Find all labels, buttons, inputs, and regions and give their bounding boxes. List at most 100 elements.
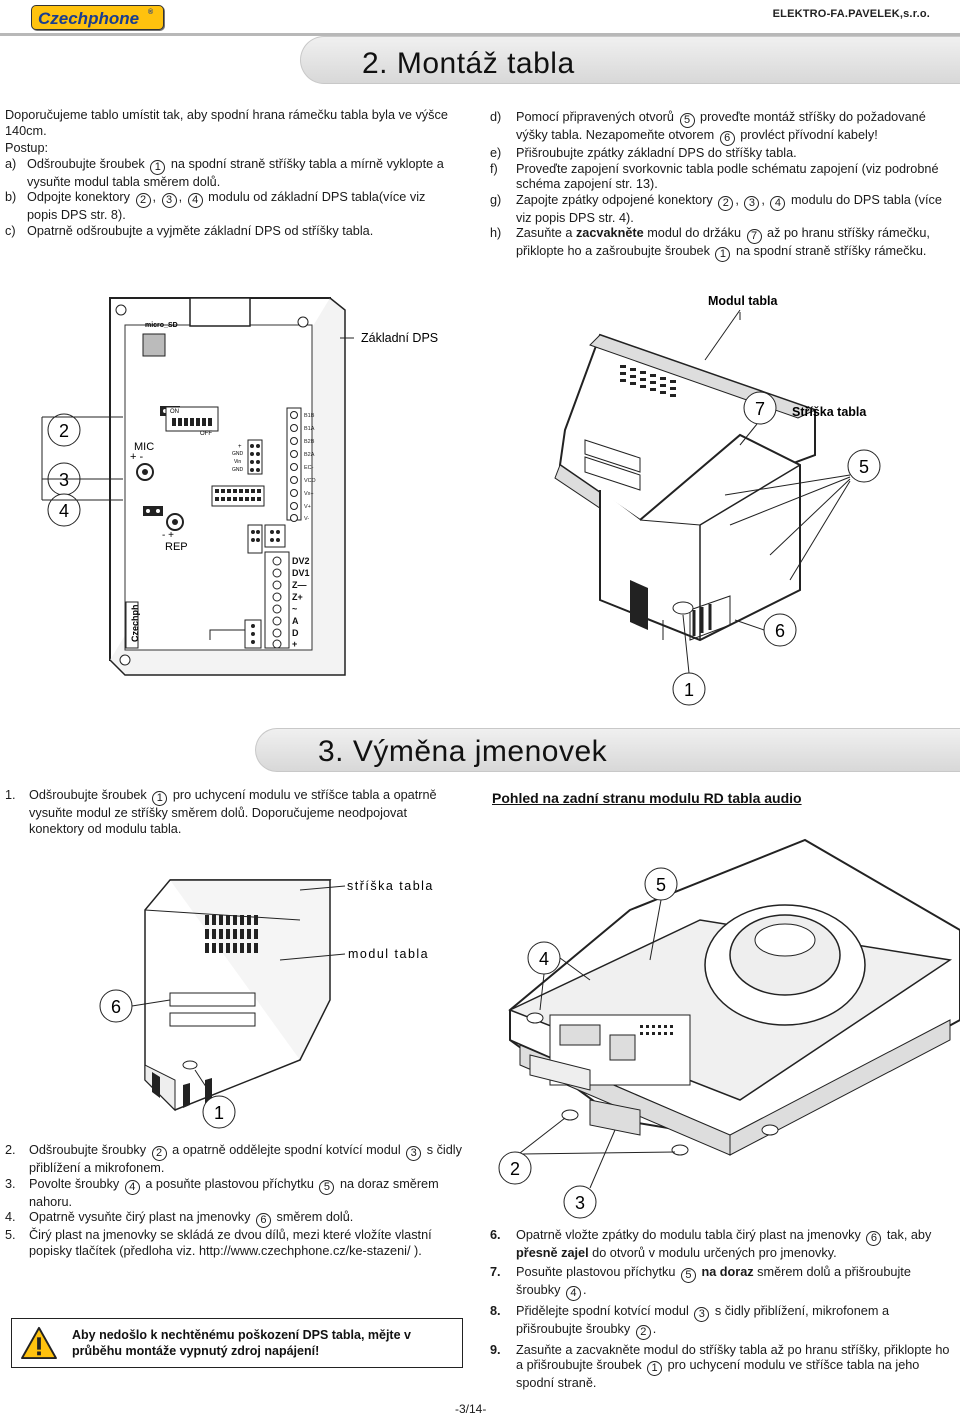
- step-label: e): [490, 146, 502, 160]
- page-number: -3/14-: [455, 1402, 487, 1416]
- step-row: 4. Opatrně vysuňte čirý plast na jmenovky…: [5, 1210, 467, 1228]
- step-text-part: Povolte šroubky: [29, 1176, 123, 1191]
- callout-2: 2: [59, 421, 69, 441]
- step-ref-number: 5: [680, 1267, 696, 1283]
- step-row: a)Odšroubujte šroubek 1 na spodní straně…: [5, 157, 455, 191]
- step-ref-number: 2: [135, 193, 151, 208]
- terminal-label-2: DV1: [292, 568, 310, 578]
- label-cover: Stříška tabla: [792, 405, 867, 419]
- callout-7: 7: [755, 399, 765, 419]
- section2-left-text: Doporučujeme tablo umístit tak, aby spod…: [5, 108, 455, 239]
- steps-list-right: d)Pomocí připravených otvorů 5 proveďte …: [490, 110, 958, 262]
- pcb-off-label: OFF: [200, 431, 212, 437]
- step-text-part: ,: [735, 192, 743, 207]
- step-label: c): [5, 223, 16, 238]
- step-ref-number: 3: [744, 195, 760, 211]
- step-ref-number: 3: [406, 1146, 422, 1161]
- step-text-part: pro uchycení modulu ve stříšce tabla a o…: [29, 788, 437, 836]
- step-text-part: .: [582, 1282, 587, 1297]
- figure-nameplate-left: stříška tabla modul tabla 6 1: [99, 879, 432, 1129]
- step-label: b): [5, 190, 17, 204]
- step-text-part: Zasuňte a: [516, 226, 576, 240]
- pcb-gnd-label: GND: [232, 451, 244, 457]
- step-ref-number: 4: [124, 1179, 140, 1195]
- step-label: g): [490, 192, 502, 207]
- section3-steps-left: 2. Odšroubujte šroubky 2 a opatrně odděle…: [5, 1143, 467, 1259]
- step-text: Přidělejte spodní kotvící modul 3 s čidl…: [516, 1304, 958, 1340]
- step-label: 4.: [5, 1210, 16, 1224]
- pin-label-6: VCD: [304, 478, 316, 484]
- step-text-part: tak, aby: [883, 1228, 932, 1242]
- svg-text:+ -: + -: [130, 451, 143, 463]
- section3-band: [255, 728, 960, 772]
- svg-text:GND: GND: [232, 467, 244, 473]
- step-ref-number: 1: [150, 159, 166, 175]
- step-text-part: na doraz směrem nahoru.: [29, 1176, 439, 1209]
- callout-4: 4: [59, 501, 69, 521]
- terminal-label-3: Z—: [292, 580, 307, 590]
- step-emphasis: přesně zajel: [516, 1246, 589, 1260]
- step-text: Proveďte zapojení svorkovnic tabla podle…: [516, 162, 958, 193]
- step-text-part: Opatrně odšroubujte a vyjměte základní D…: [27, 223, 374, 238]
- step-ref-number: 1: [715, 247, 731, 262]
- step-text-part: .: [652, 1321, 657, 1336]
- step-text-part: na spodní straně stříšky tabla a mírně v…: [27, 156, 444, 189]
- label-module-small: modul tabla: [348, 947, 429, 961]
- step-text-part: Zasuňte a zacvakněte modul do stříšky ta…: [516, 1342, 950, 1373]
- section2-band: [300, 36, 960, 84]
- step-text-part: Proveďte zapojení svorkovnic tabla podle…: [516, 161, 939, 192]
- step-text: Opatrně odšroubujte a vyjměte základní D…: [27, 224, 373, 240]
- step-text-part: Přišroubujte zpátky základní DPS do stří…: [516, 146, 797, 160]
- step-row: 5.Čirý plast na jmenovky se skládá ze dv…: [5, 1228, 467, 1259]
- step-text: Čirý plast na jmenovky se skládá ze dvou…: [29, 1228, 467, 1259]
- step-row: d)Pomocí připravených otvorů 5 proveďte …: [490, 110, 958, 146]
- step-ref-number: 2: [718, 195, 734, 211]
- step-text: Odšroubujte šroubek 1 na spodní straně s…: [27, 157, 455, 191]
- step-text-part: Přidělejte spodní kotvící modul: [516, 1303, 693, 1318]
- pcb-czech-label: Czechph: [130, 604, 140, 642]
- postup-label: Postup:: [5, 141, 49, 155]
- step-text: Zasuňte a zacvakněte modul do stříšky ta…: [516, 1343, 958, 1392]
- czechphone-logo: Czechphone ®: [31, 5, 164, 30]
- terminal-label-4: Z+: [292, 592, 303, 602]
- step-row: f)Proveďte zapojení svorkovnic tabla pod…: [490, 162, 958, 193]
- step-text: Přišroubujte zpátky základní DPS do stří…: [516, 146, 797, 162]
- callout-5c: 5: [656, 875, 666, 895]
- left-callouts: 2 3 4: [41, 413, 123, 527]
- step-text: Odšroubujte šroubky 2 a opatrně oddělejt…: [29, 1143, 467, 1177]
- step-ref-number: 2: [635, 1324, 651, 1340]
- logo-reg: ®: [148, 9, 154, 16]
- step-text-part: ,: [761, 192, 769, 207]
- pcb-rep-label: REP: [165, 541, 188, 553]
- pcb-on-label: ON: [170, 409, 179, 415]
- pin-label-5: EC-: [304, 465, 314, 471]
- figure-mounting: micro_SD MIC + - - + REP ON OFF + GND Vi…: [41, 294, 881, 706]
- pin-label-3: B2B: [304, 439, 315, 445]
- callout-4c: 4: [539, 949, 549, 969]
- step-emphasis: zacvakněte: [575, 226, 644, 240]
- label-module: Modul tabla: [708, 294, 778, 308]
- step-text-part: do otvorů v modulu určených pro jmenovky…: [588, 1246, 837, 1260]
- step-text-part: Zapojte zpátky odpojené konektory: [516, 192, 717, 207]
- step-ref-number: 3: [694, 1306, 710, 1322]
- step-text: Pomocí připravených otvorů 5 proveďte mo…: [516, 110, 958, 146]
- pin-label-7: Vx+: [304, 491, 314, 497]
- step-ref-number: 1: [152, 791, 168, 806]
- step-text-part: provléct přívodní kabely!: [736, 128, 878, 142]
- step-text: Opatrně vysuňte čirý plast na jmenovky 6…: [29, 1210, 353, 1228]
- step-text-part: s čidly přiblížení a mikrofonem.: [29, 1143, 462, 1175]
- callout-2c: 2: [510, 1159, 520, 1179]
- step-label: 6.: [490, 1228, 501, 1242]
- pcb-mic-label: MIC: [134, 441, 154, 453]
- callout-1b: 1: [214, 1103, 224, 1123]
- step-label: 1.: [5, 788, 16, 802]
- step-ref-number: 5: [319, 1179, 335, 1195]
- step-label: 2.: [5, 1143, 16, 1157]
- section2-title: 2. Montáž tabla: [362, 47, 575, 80]
- step-text: Opatrně vložte zpátky do modulu tabla či…: [516, 1228, 958, 1262]
- svg-text:- +: - +: [162, 530, 174, 541]
- step-text-part: Pomocí připravených otvorů: [516, 110, 678, 124]
- steps-6-9: 6. Opatrně vložte zpátky do modulu tabla …: [490, 1228, 958, 1392]
- step-text-part: modul do držáku: [643, 226, 745, 240]
- step-label: h): [490, 226, 502, 240]
